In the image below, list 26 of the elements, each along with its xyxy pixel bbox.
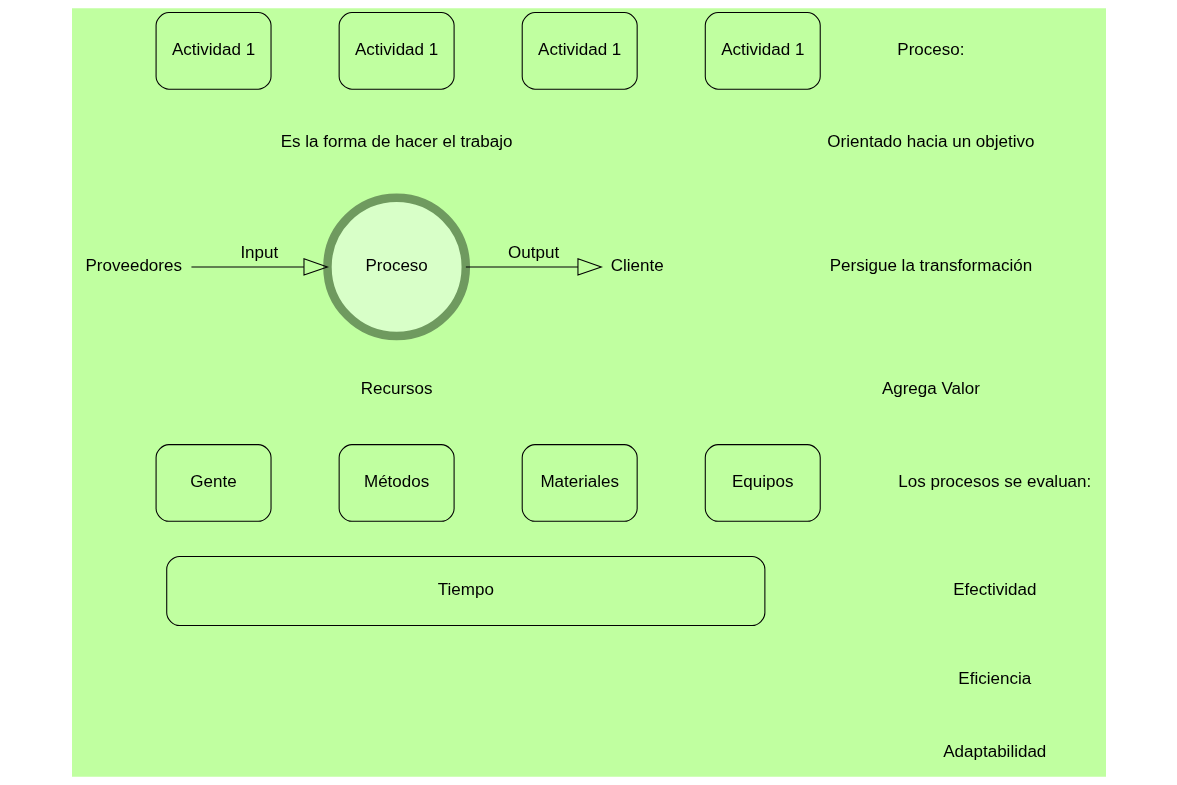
node-box: Actividad 1 <box>155 12 272 90</box>
node-circle: Proceso <box>322 193 470 341</box>
node-box: Gente <box>155 444 272 522</box>
label: Agrega Valor <box>881 379 980 399</box>
node-box: Actividad 1 <box>521 12 638 90</box>
label: Eficiencia <box>957 668 1031 688</box>
label: Orientado hacia un objetivo <box>826 132 1034 152</box>
node-box: Materiales <box>521 444 638 522</box>
node-box: Actividad 1 <box>338 12 455 90</box>
edge-label: Output <box>507 243 559 263</box>
label: Efectividad <box>952 580 1036 600</box>
node-box: Actividad 1 <box>704 12 821 90</box>
arrow <box>190 257 329 276</box>
label: Adaptabilidad <box>942 742 1046 762</box>
label: Es la forma de hacer el trabajo <box>280 132 512 152</box>
label: Los procesos se evaluan: <box>897 472 1091 492</box>
node-text: Proveedores <box>84 255 182 275</box>
node-text: Cliente <box>610 255 664 275</box>
node-box: Tiempo <box>165 555 765 627</box>
arrow <box>464 257 603 276</box>
node-box: Métodos <box>338 444 455 522</box>
edge-label: Input <box>239 243 278 263</box>
label: Persigue la transformación <box>829 255 1032 275</box>
label: Recursos <box>360 379 433 399</box>
label: Proceso: <box>896 39 964 59</box>
node-box: Equipos <box>704 444 821 522</box>
